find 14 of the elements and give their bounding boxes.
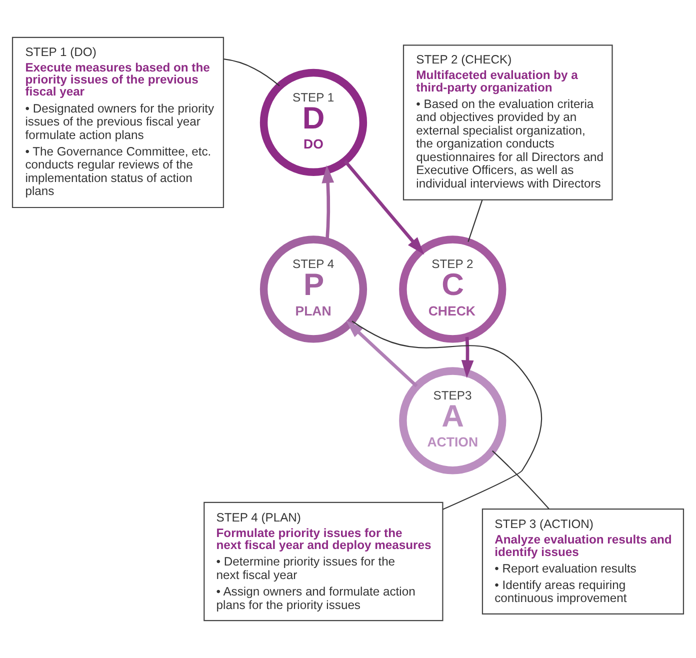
connector (352, 320, 542, 510)
node-box: STEP 2 (CHECK) Multifaceted evaluation by a third-party organization • Based on the evaluation criteria and objectives provided by an external specialist organization, the organization conducts questionnaires for all Directors and Executive Officers, as well as individual interviews with Directors (402, 44, 613, 200)
node-circle: STEP 4 P PLAN (260, 236, 368, 343)
node-box: STEP 3 (ACTION) Analyze evaluation results and identify issues • Report evaluation results • Identify areas requiring continuous improvement (482, 508, 684, 614)
node-circle: STEP3 A ACTION (399, 367, 506, 474)
arrow (346, 320, 418, 388)
arrow (344, 160, 424, 255)
connector (468, 200, 483, 242)
connector (492, 450, 550, 510)
node-box: STEP 4 (PLAN) Formulate priority issues for the next fiscal year and deploy measures • Determine priority issues for the next fiscal year • Assign owners and formulate action plans for the priority issues (204, 502, 444, 622)
node-box: STEP 1 (DO) Execute measures based on the priority issues of the previous fiscal year • Designated owners for the priority issues of the previous fiscal year formulate action plans • The Governance Committee, etc. conducts regular reviews of the implementation status of action plans (12, 36, 224, 208)
node-circle: STEP 1 D DO (260, 68, 368, 176)
connector (224, 58, 280, 86)
arrow (461, 336, 474, 378)
